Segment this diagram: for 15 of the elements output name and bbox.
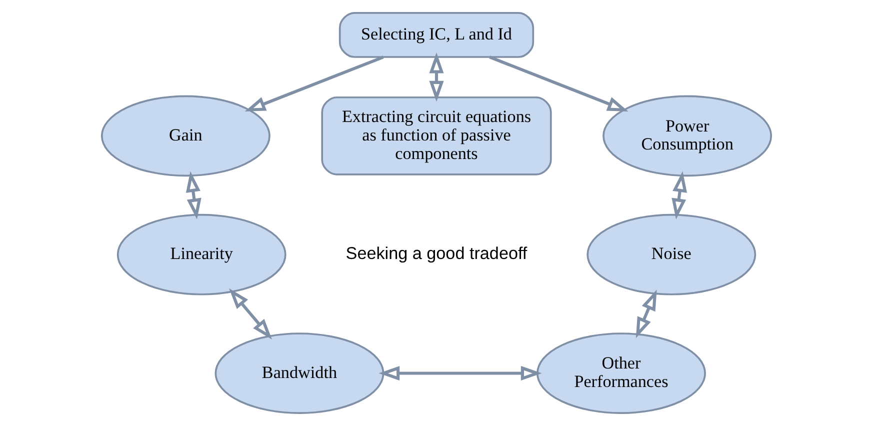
arrow — [429, 52, 444, 102]
arrow — [378, 366, 542, 381]
arrow — [229, 288, 272, 340]
arrow — [636, 290, 657, 338]
arrow — [672, 171, 688, 220]
node-ellipse: Bandwidth — [214, 332, 384, 414]
node-box: Extracting circuit equations as function of passive components — [321, 96, 552, 176]
label: Seeking a good tradeoff — [346, 244, 528, 264]
node-ellipse: Linearity — [116, 214, 286, 296]
arrow — [186, 171, 202, 220]
node-ellipse: Other Performances — [536, 332, 706, 414]
arrow — [489, 56, 628, 112]
node-box: Selecting IC, L and Id — [338, 12, 534, 58]
node-ellipse: Noise — [586, 214, 756, 296]
arrow — [244, 56, 384, 112]
